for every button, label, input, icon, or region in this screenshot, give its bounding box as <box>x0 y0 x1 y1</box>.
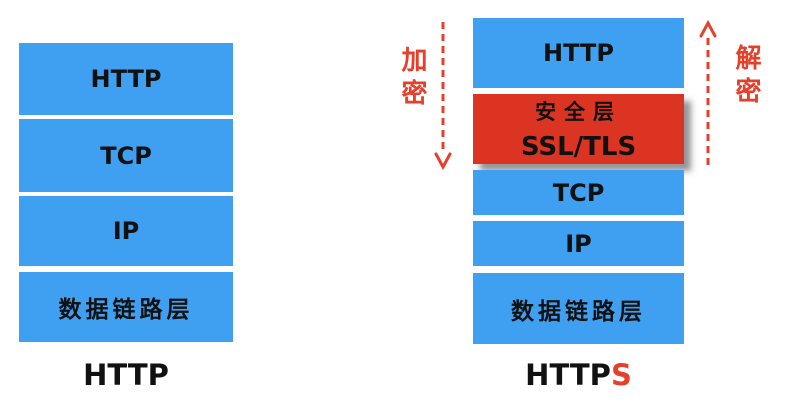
encrypt-label: 加密 <box>397 46 427 112</box>
right-layer-http: HTTP <box>473 18 684 88</box>
encrypt-arrow-down-icon <box>434 22 452 171</box>
left-layer-ip: IP <box>19 196 233 266</box>
security-layer-title: 安全层 <box>535 100 622 124</box>
decrypt-arrow-up-icon <box>699 19 717 168</box>
left-layer-http: HTTP <box>19 43 233 115</box>
left-layer-tcp: TCP <box>19 119 233 192</box>
right-stack-caption: HTTPS <box>473 358 684 392</box>
security-layer-subtitle: SSL/TLS <box>520 132 637 162</box>
right-caption-http: HTTP <box>525 358 611 392</box>
right-layer-tcp: TCP <box>473 170 684 215</box>
decrypt-label: 解密 <box>731 44 761 110</box>
right-layer-ip: IP <box>473 221 684 266</box>
left-stack-caption: HTTP <box>83 358 169 392</box>
right-caption-s: S <box>610 358 632 392</box>
right-layer-datalink: 数据链路层 <box>473 273 684 344</box>
right-layer-security: 安全层 SSL/TLS <box>473 94 684 164</box>
left-layer-datalink: 数据链路层 <box>19 272 233 342</box>
